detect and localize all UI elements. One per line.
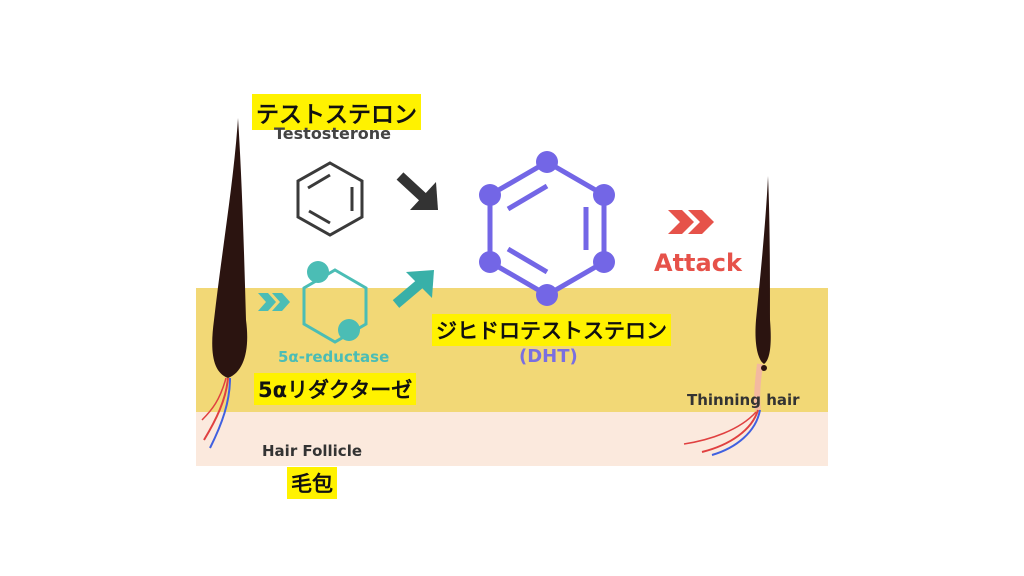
testosterone-benzene-icon <box>296 161 364 237</box>
attack-label: Attack <box>654 249 742 277</box>
follicle-layer-band <box>196 412 828 466</box>
chevron-double-teal-icon <box>258 293 290 311</box>
thinning-hair-label: Thinning hair <box>687 391 800 409</box>
arrow-down-right-icon <box>396 172 438 210</box>
dht-benzene-icon <box>479 151 615 306</box>
testosterone-jp-label: テストステロン <box>252 94 421 130</box>
arrow-up-right-icon <box>392 270 434 308</box>
hair-follicle-jp-label: 毛包 <box>287 467 337 499</box>
hair-follicle-en-label: Hair Follicle <box>262 442 363 460</box>
background-area <box>196 108 828 288</box>
dht-jp-label: ジヒドロテストステロン <box>432 314 671 346</box>
testosterone-en-label: Testosterone <box>274 124 391 143</box>
reductase-jp-label: 5αリダクターゼ <box>254 373 417 405</box>
dht-en-label: (DHT) <box>519 346 578 367</box>
reductase-hexagon-icon <box>302 261 368 344</box>
thick-hair-icon <box>201 118 248 449</box>
thinning-hair-icon <box>683 176 771 456</box>
reductase-en-label: 5α-reductase <box>278 348 390 366</box>
chevron-double-red-icon <box>668 210 714 234</box>
